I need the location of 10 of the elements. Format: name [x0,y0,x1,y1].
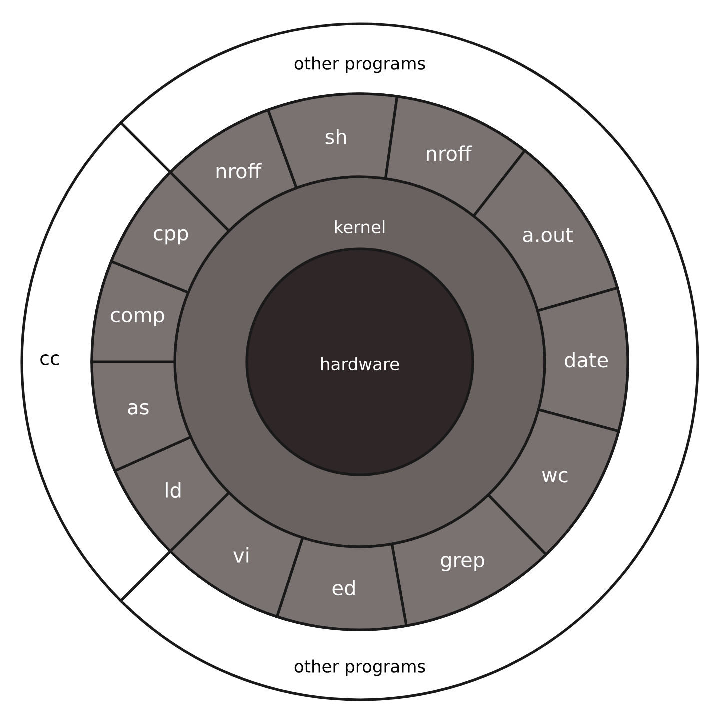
program-segment: sh [267,92,399,190]
program-segment: ed [276,536,408,632]
program-segment: date [536,286,630,433]
program-segment: a.out [472,150,619,312]
program-segment: ld [114,436,230,553]
program-segment: comp [90,260,190,364]
program-segment: nroff [384,95,526,218]
program-segment: grep [390,494,548,628]
program-segment: wc [487,408,620,556]
program-segment: as [90,360,192,472]
